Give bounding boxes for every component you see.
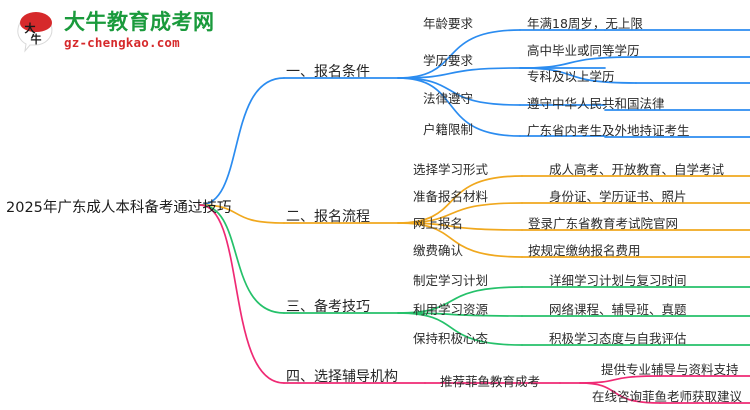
sub-node-1-4[interactable]: 户籍限制: [423, 122, 474, 137]
sub-node-1-1[interactable]: 年龄要求: [423, 16, 474, 31]
sub-node-4-1[interactable]: 推荐菲鱼教育成考: [440, 374, 541, 389]
sub-node-2-3[interactable]: 网上报名: [413, 216, 464, 231]
leaf-node-3-2-1[interactable]: 网络课程、辅导班、真题: [549, 302, 687, 317]
leaf-node-3-1-1[interactable]: 详细学习计划与复习时间: [549, 273, 687, 288]
sub-node-1-3[interactable]: 法律遵守: [423, 91, 474, 106]
leaf-node-1-2-1[interactable]: 高中毕业或同等学历: [527, 43, 640, 58]
leaf-node-1-4-1[interactable]: 广东省内考生及外地持证考生: [527, 123, 690, 138]
sub-node-3-2[interactable]: 利用学习资源: [413, 302, 489, 317]
sub-node-2-2[interactable]: 准备报名材料: [413, 189, 489, 204]
logo-text-block: 大牛教育成考网 gz-chengkao.com: [64, 10, 215, 51]
sub-node-2-1[interactable]: 选择学习形式: [413, 162, 489, 177]
leaf-node-1-1-1[interactable]: 年满18周岁，无上限: [527, 16, 643, 31]
leaf-node-2-4-1[interactable]: 按规定缴纳报名费用: [528, 243, 641, 258]
root-node[interactable]: 2025年广东成人本科备考通过技巧: [6, 200, 232, 216]
leaf-node-2-1-1[interactable]: 成人高考、开放教育、自学考试: [549, 162, 725, 177]
logo-title: 大牛教育成考网: [64, 10, 215, 34]
sub-node-3-3[interactable]: 保持积极心态: [413, 331, 489, 346]
leaf-node-1-3-1[interactable]: 遵守中华人民共和国法律: [527, 96, 665, 111]
leaf-node-2-2-1[interactable]: 身份证、学历证书、照片: [549, 189, 687, 204]
branch-node-4[interactable]: 四、选择辅导机构: [286, 369, 398, 385]
svg-text:大: 大: [25, 21, 36, 35]
leaf-node-4-1-1[interactable]: 提供专业辅导与资料支持: [601, 362, 739, 377]
leaf-node-2-3-1[interactable]: 登录广东省教育考试院官网: [528, 216, 679, 231]
leaf-node-4-1-2[interactable]: 在线咨询菲鱼老师获取建议: [592, 389, 743, 404]
svg-text:牛: 牛: [31, 32, 42, 46]
branch-node-2[interactable]: 二、报名流程: [286, 209, 370, 225]
site-logo[interactable]: 大 牛 大牛教育成考网 gz-chengkao.com: [14, 8, 244, 56]
branch-node-3[interactable]: 三、备考技巧: [286, 299, 370, 315]
branch-node-1[interactable]: 一、报名条件: [286, 64, 370, 80]
sub-node-1-2[interactable]: 学历要求: [423, 53, 474, 68]
leaf-node-1-2-2[interactable]: 专科及以上学历: [527, 69, 615, 84]
dano-bull-badge-icon: 大 牛: [14, 11, 58, 53]
sub-node-3-1[interactable]: 制定学习计划: [413, 273, 489, 288]
leaf-node-3-3-1[interactable]: 积极学习态度与自我评估: [549, 331, 687, 346]
sub-node-2-4[interactable]: 缴费确认: [413, 243, 464, 258]
logo-domain: gz-chengkao.com: [64, 35, 180, 50]
